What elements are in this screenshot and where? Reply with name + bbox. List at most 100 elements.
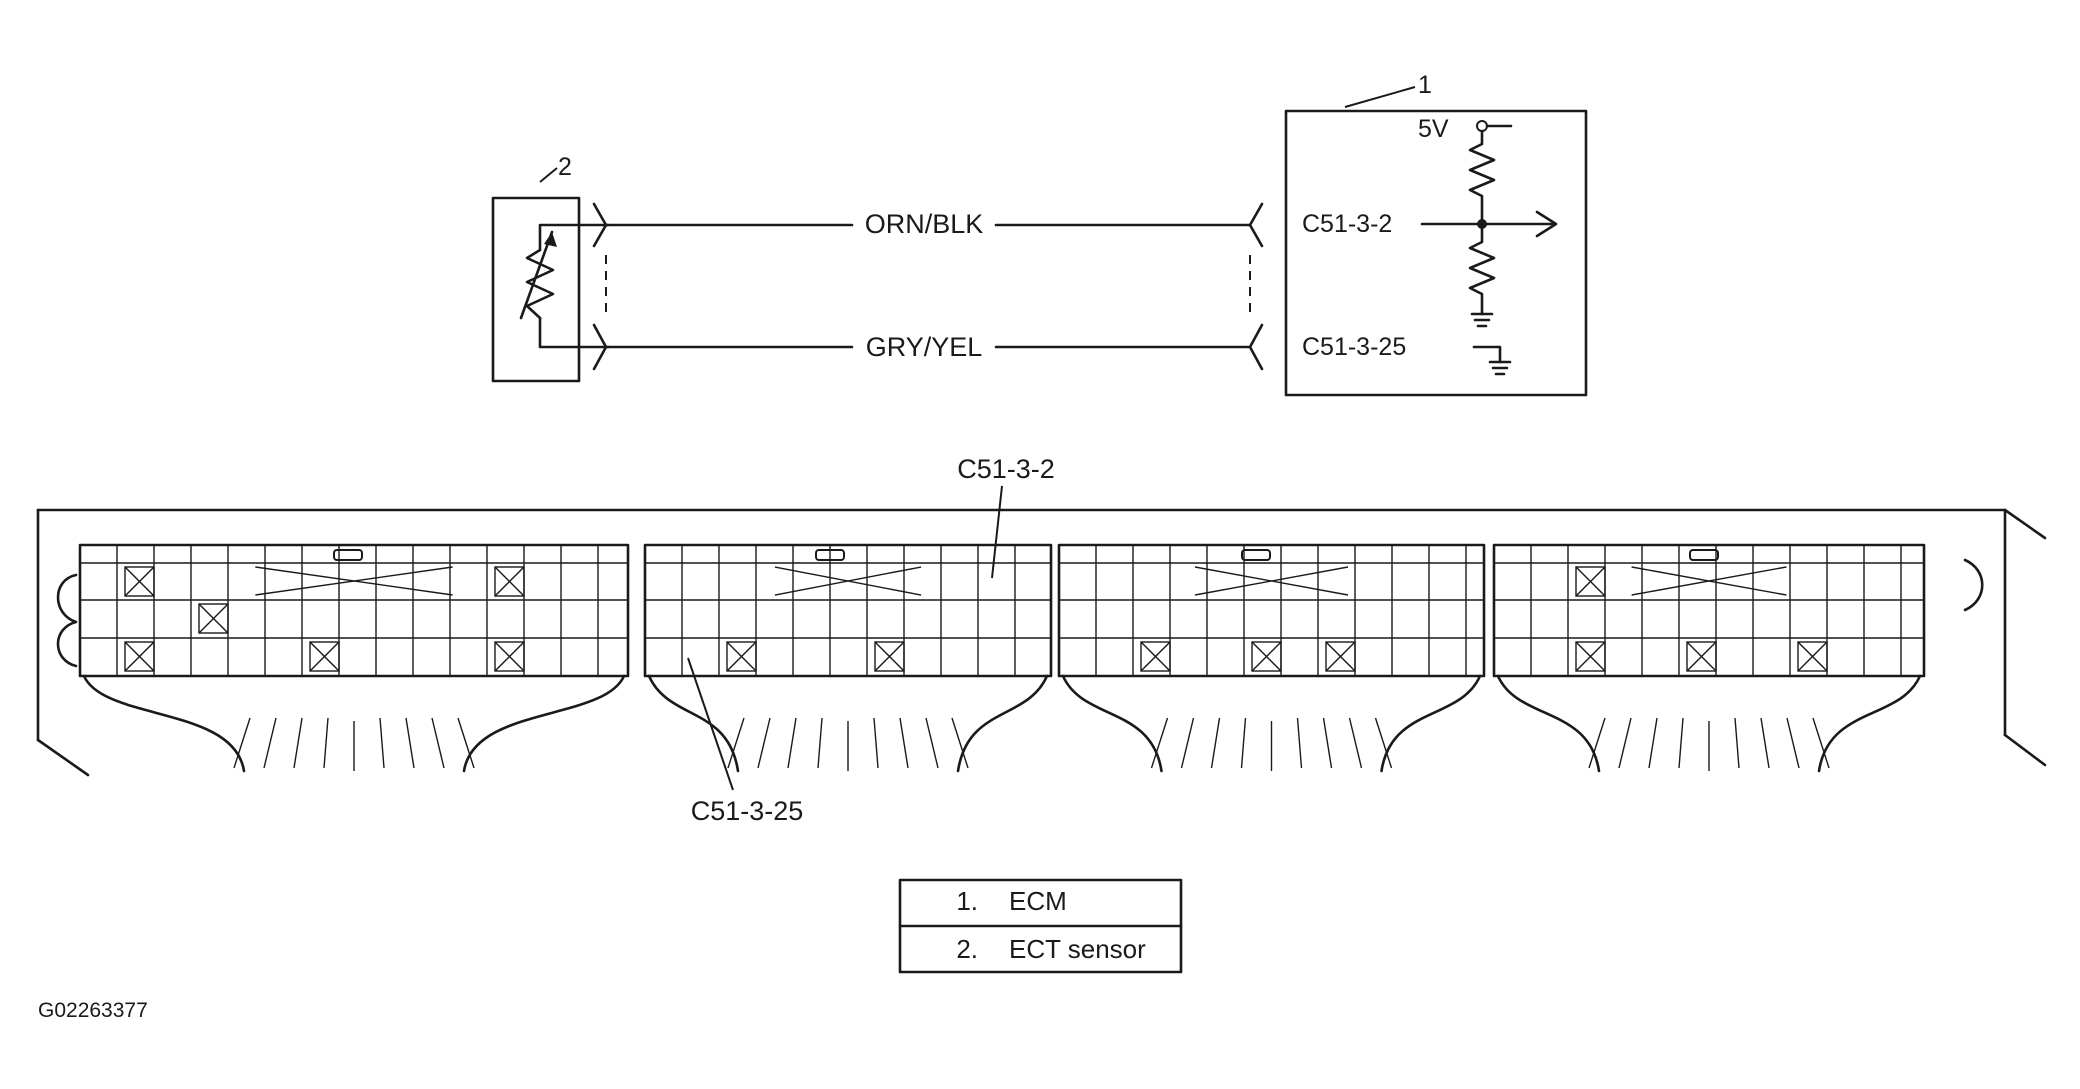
wire-strand (1210, 717, 1221, 769)
pullup-resistor-icon (1468, 129, 1496, 226)
unused-cavity-icon (1251, 641, 1282, 672)
wire-strand (817, 717, 823, 769)
harness-bottom-slope (36, 738, 90, 777)
supply-voltage-label: 5V (1418, 115, 1449, 143)
wire-strand (1348, 717, 1363, 769)
wire-strand (1734, 717, 1740, 769)
keyway-cross (1631, 566, 1787, 596)
unused-cavity-icon (1686, 641, 1717, 672)
unused-cavity-cross (124, 566, 155, 597)
unused-cavity-icon (1140, 641, 1171, 672)
sense-resistor-icon (1468, 222, 1496, 316)
unused-cavity-cross (874, 641, 905, 672)
ect-sensor: 2 (491, 153, 610, 383)
terminal-label: C51-3-25 (1302, 333, 1406, 361)
wire-bundle-outline (1496, 674, 1922, 773)
thermistor-icon (525, 248, 555, 320)
connector-outline (1492, 543, 1926, 678)
ground-icon (1470, 312, 1494, 328)
connector-lock-tab-icon (333, 549, 363, 561)
wire-strand (457, 717, 475, 769)
unused-cavity-cross (1575, 566, 1606, 597)
ecm-callout: 1 (1418, 71, 1432, 99)
legend-text: ECT sensor (1009, 934, 1146, 964)
legend: 1. ECM 2. ECT sensor (898, 878, 1183, 974)
unused-cavity-icon (1575, 641, 1606, 672)
unused-cavity-icon (198, 603, 229, 634)
pin-callout-label: C51-3-25 (691, 796, 804, 826)
pin-callouts: C51-3-2 C51-3-25 (687, 454, 1055, 826)
keyway-cross (1194, 566, 1349, 596)
wire-strand (1374, 717, 1393, 769)
unused-cavity-icon (1797, 641, 1828, 672)
unused-cavity-cross (198, 603, 229, 634)
unused-cavity-icon (874, 641, 905, 672)
connector-outline (643, 543, 1053, 678)
sensor-lead-bottom (538, 316, 610, 349)
sensor-leader-line (539, 167, 558, 183)
unused-cavity-cross (1686, 641, 1717, 672)
connector-bracket-icon (1248, 202, 1264, 248)
wire-strand (757, 717, 771, 769)
wire-strand (293, 717, 303, 769)
wire-strand (787, 717, 797, 769)
terminal-label: C51-3-2 (1302, 210, 1392, 238)
wire-color-label: GRY/YEL (866, 332, 983, 362)
harness-bottom-slope (2003, 733, 2047, 767)
wire-strand (379, 717, 385, 769)
ecm-housing (1284, 109, 1588, 397)
connector-housing (643, 543, 1053, 773)
unused-cavity-cross (1575, 641, 1606, 672)
harness-corner (2003, 508, 2047, 540)
connector-housing (1057, 543, 1486, 773)
unused-cavity-icon (124, 641, 155, 672)
unused-cavity-cross (494, 566, 525, 597)
wire-strand (1678, 717, 1684, 769)
legend-number: 1. (956, 886, 978, 916)
connector-outline (78, 543, 630, 678)
connector-housings (78, 543, 1926, 773)
pin-callout-leader (991, 485, 1003, 579)
wire-strand (405, 717, 415, 769)
wire-strand (899, 717, 909, 769)
wire-bundle-outline (1061, 674, 1482, 773)
wire-strand (1618, 717, 1632, 769)
unused-cavity-cross (1251, 641, 1282, 672)
thermistor-variable-arrow-icon (519, 230, 554, 320)
pin-callout-leader (687, 657, 734, 791)
sensor-callout: 2 (558, 153, 572, 181)
wire-strand (1588, 717, 1606, 769)
wire-strand (951, 717, 969, 769)
ect-sensor-schematic: 2 ORN/BLK GRY/YEL (491, 71, 1588, 397)
wire-bundle-outline (647, 674, 1049, 773)
wire-strand (1648, 717, 1658, 769)
legend-number: 2. (956, 934, 978, 964)
wire-strand (1786, 717, 1800, 769)
arrow-right-icon (1535, 210, 1558, 238)
wire-strand (1150, 717, 1169, 769)
wire-strand (1322, 717, 1333, 769)
wire-strand (1240, 717, 1247, 769)
wire-strand (727, 717, 745, 769)
unused-cavity-cross (1325, 641, 1356, 672)
connector-housing (78, 543, 630, 773)
legend-text: ECM (1009, 886, 1067, 916)
unused-cavity-icon (494, 566, 525, 597)
unused-cavity-cross (1140, 641, 1171, 672)
unused-cavity-cross (494, 641, 525, 672)
keyway-cross (774, 566, 922, 596)
right-clip-icon (1963, 558, 1984, 612)
wire-strand (1296, 717, 1303, 769)
ground-icon (1488, 360, 1512, 376)
ect-sensor-housing (491, 196, 581, 383)
wire-bundle-outline (82, 674, 626, 773)
ecm: 1 C51-3-2 5V C51-3-25 (1284, 71, 1588, 397)
ecm-harness-outline (36, 508, 2047, 777)
connector-outline (1057, 543, 1486, 678)
figure-id: G02263377 (38, 999, 148, 1022)
wire-color-label: ORN/BLK (865, 209, 984, 239)
unused-cavity-icon (1325, 641, 1356, 672)
ecm-side-connector (1248, 202, 1264, 371)
unused-cavity-icon (494, 641, 525, 672)
